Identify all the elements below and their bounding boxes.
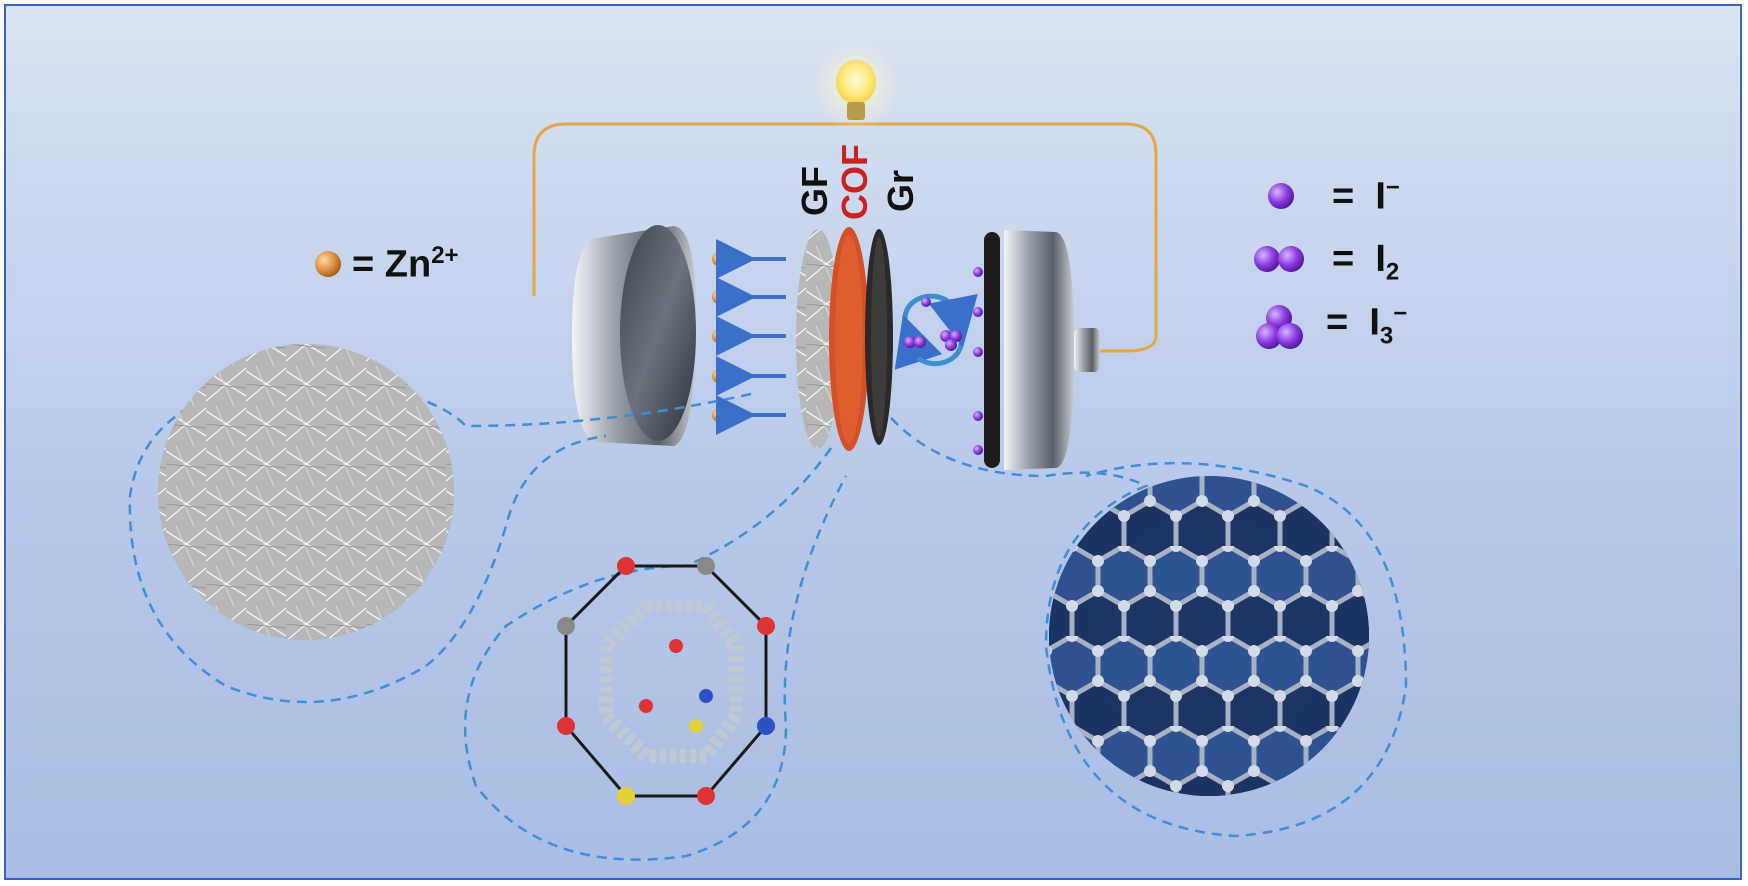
equals-sign: = <box>1332 238 1355 280</box>
label-gr: Gr <box>880 169 921 212</box>
equals-sign: = <box>1332 175 1355 218</box>
label-cof: COF <box>834 144 875 220</box>
triiodide-charge: − <box>1393 300 1408 327</box>
separator-stack <box>796 227 893 451</box>
cof-structure-zoom <box>557 557 775 805</box>
i3-legend-text: = I3− <box>1326 300 1407 350</box>
i2-legend-text: = I2 <box>1332 238 1399 287</box>
gf-layer <box>796 229 840 449</box>
i-minus-legend-text: = I− <box>1332 174 1400 219</box>
iodine-symbol: I <box>1375 238 1386 280</box>
diagram-canvas <box>128 41 1408 861</box>
gf-zoom-circle <box>158 344 454 640</box>
redox-cycle-icon <box>894 293 978 370</box>
zn-legend-ball <box>315 251 341 277</box>
figure-frame: GF COF Gr = Zn2+ = I− = I2 = I3− <box>4 4 1742 880</box>
zn-ions-flow <box>712 239 786 435</box>
label-gf: GF <box>794 166 835 216</box>
zn-legend-text: = Zn2+ <box>352 242 459 287</box>
graphite-zoom-circle <box>1049 476 1369 796</box>
zn-ion <box>712 290 726 304</box>
iodide-symbol: I <box>1375 175 1386 218</box>
light-bulb-icon <box>811 41 901 131</box>
cathode-electrode-icon <box>973 230 1100 470</box>
zn-symbol: Zn <box>384 243 432 286</box>
equals-sign: = <box>352 243 375 286</box>
i-minus-legend-ball <box>1268 183 1294 209</box>
zn-ion <box>712 369 726 383</box>
equals-sign: = <box>1326 301 1349 344</box>
zn-ion <box>712 329 726 343</box>
zn-charge: 2+ <box>431 242 459 269</box>
triiodide-subscript: 3 <box>1379 322 1394 350</box>
circuit-wire <box>532 122 1158 353</box>
triiodide-symbol: I <box>1369 301 1380 344</box>
i2-legend-ball <box>1254 246 1304 272</box>
zn-ion <box>712 252 726 266</box>
iodine-subscript: 2 <box>1385 258 1400 286</box>
i3-legend-ball <box>1256 305 1303 349</box>
zn-ion <box>712 408 726 422</box>
iodide-charge: − <box>1385 174 1400 201</box>
zinc-electrode-icon <box>572 225 696 446</box>
